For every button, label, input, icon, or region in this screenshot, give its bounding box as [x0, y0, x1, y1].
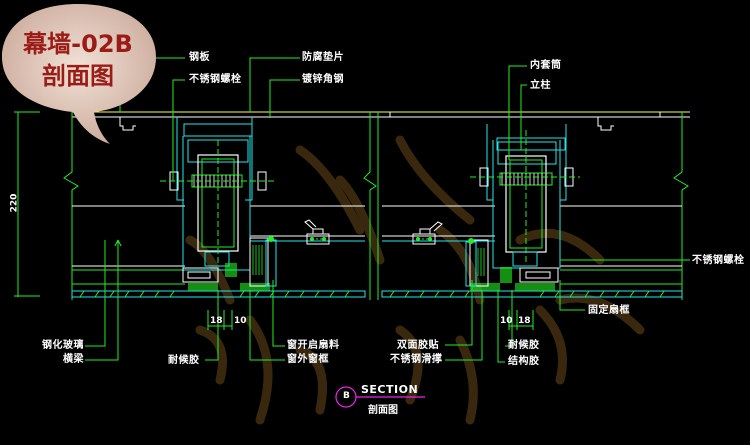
title-line-2: 剖面图 — [42, 62, 114, 90]
label-steel-plate: 钢板 — [189, 52, 210, 63]
label-double-sided-tape: 双面胶贴 — [397, 340, 439, 351]
window-handle-left — [304, 219, 330, 245]
title-line-1: 幕墙-02B — [23, 30, 133, 58]
dimension-right-b: 18 — [518, 316, 531, 326]
dimension-right-a: 10 — [500, 316, 513, 326]
label-structural-sealant: 结构胶 — [508, 356, 540, 367]
label-weather-sealant-left: 耐候胶 — [168, 355, 200, 366]
label-weather-sealant-right: 耐候胶 — [508, 340, 540, 351]
section-letter: B — [343, 391, 350, 401]
label-stainless-bolt-top: 不锈钢螺栓 — [189, 74, 242, 85]
window-handle-right — [412, 221, 443, 245]
title-bubble — [2, 4, 156, 144]
label-fixed-sash-frame: 固定扇框 — [588, 305, 630, 316]
break-line-left — [63, 112, 79, 300]
leader-lines — [85, 57, 690, 363]
label-mullion: 立柱 — [530, 80, 551, 91]
section-title: SECTION — [361, 383, 419, 396]
break-line-right — [673, 112, 689, 300]
label-outer-window-frame: 窗外窗框 — [287, 354, 329, 365]
top-plate — [82, 112, 661, 118]
right-mullion — [465, 117, 614, 291]
label-opening-sash: 窗开启扇料 — [287, 340, 340, 351]
label-galvanized-angle: 镀锌角钢 — [302, 74, 344, 85]
label-transom: 横梁 — [63, 354, 84, 365]
section-marker — [335, 386, 425, 408]
left-mullion — [119, 117, 277, 291]
label-stainless-friction-stay: 不锈钢滑撑 — [390, 354, 443, 365]
section-subtitle: 剖面图 — [368, 405, 398, 416]
dimension-left-a: 18 — [210, 316, 223, 326]
dimension-height: 220 — [9, 193, 20, 213]
label-tempered-glass: 钢化玻璃 — [42, 340, 84, 351]
dimension-220 — [14, 111, 40, 297]
label-stainless-bolt-right: 不锈钢螺栓 — [692, 255, 745, 266]
dimension-left-b: 10 — [234, 316, 247, 326]
bottom-dims — [207, 310, 534, 330]
label-anticorrosion-gasket: 防腐垫片 — [302, 52, 344, 63]
label-inner-sleeve: 内套筒 — [530, 60, 562, 71]
break-line-mid-a — [363, 112, 377, 300]
